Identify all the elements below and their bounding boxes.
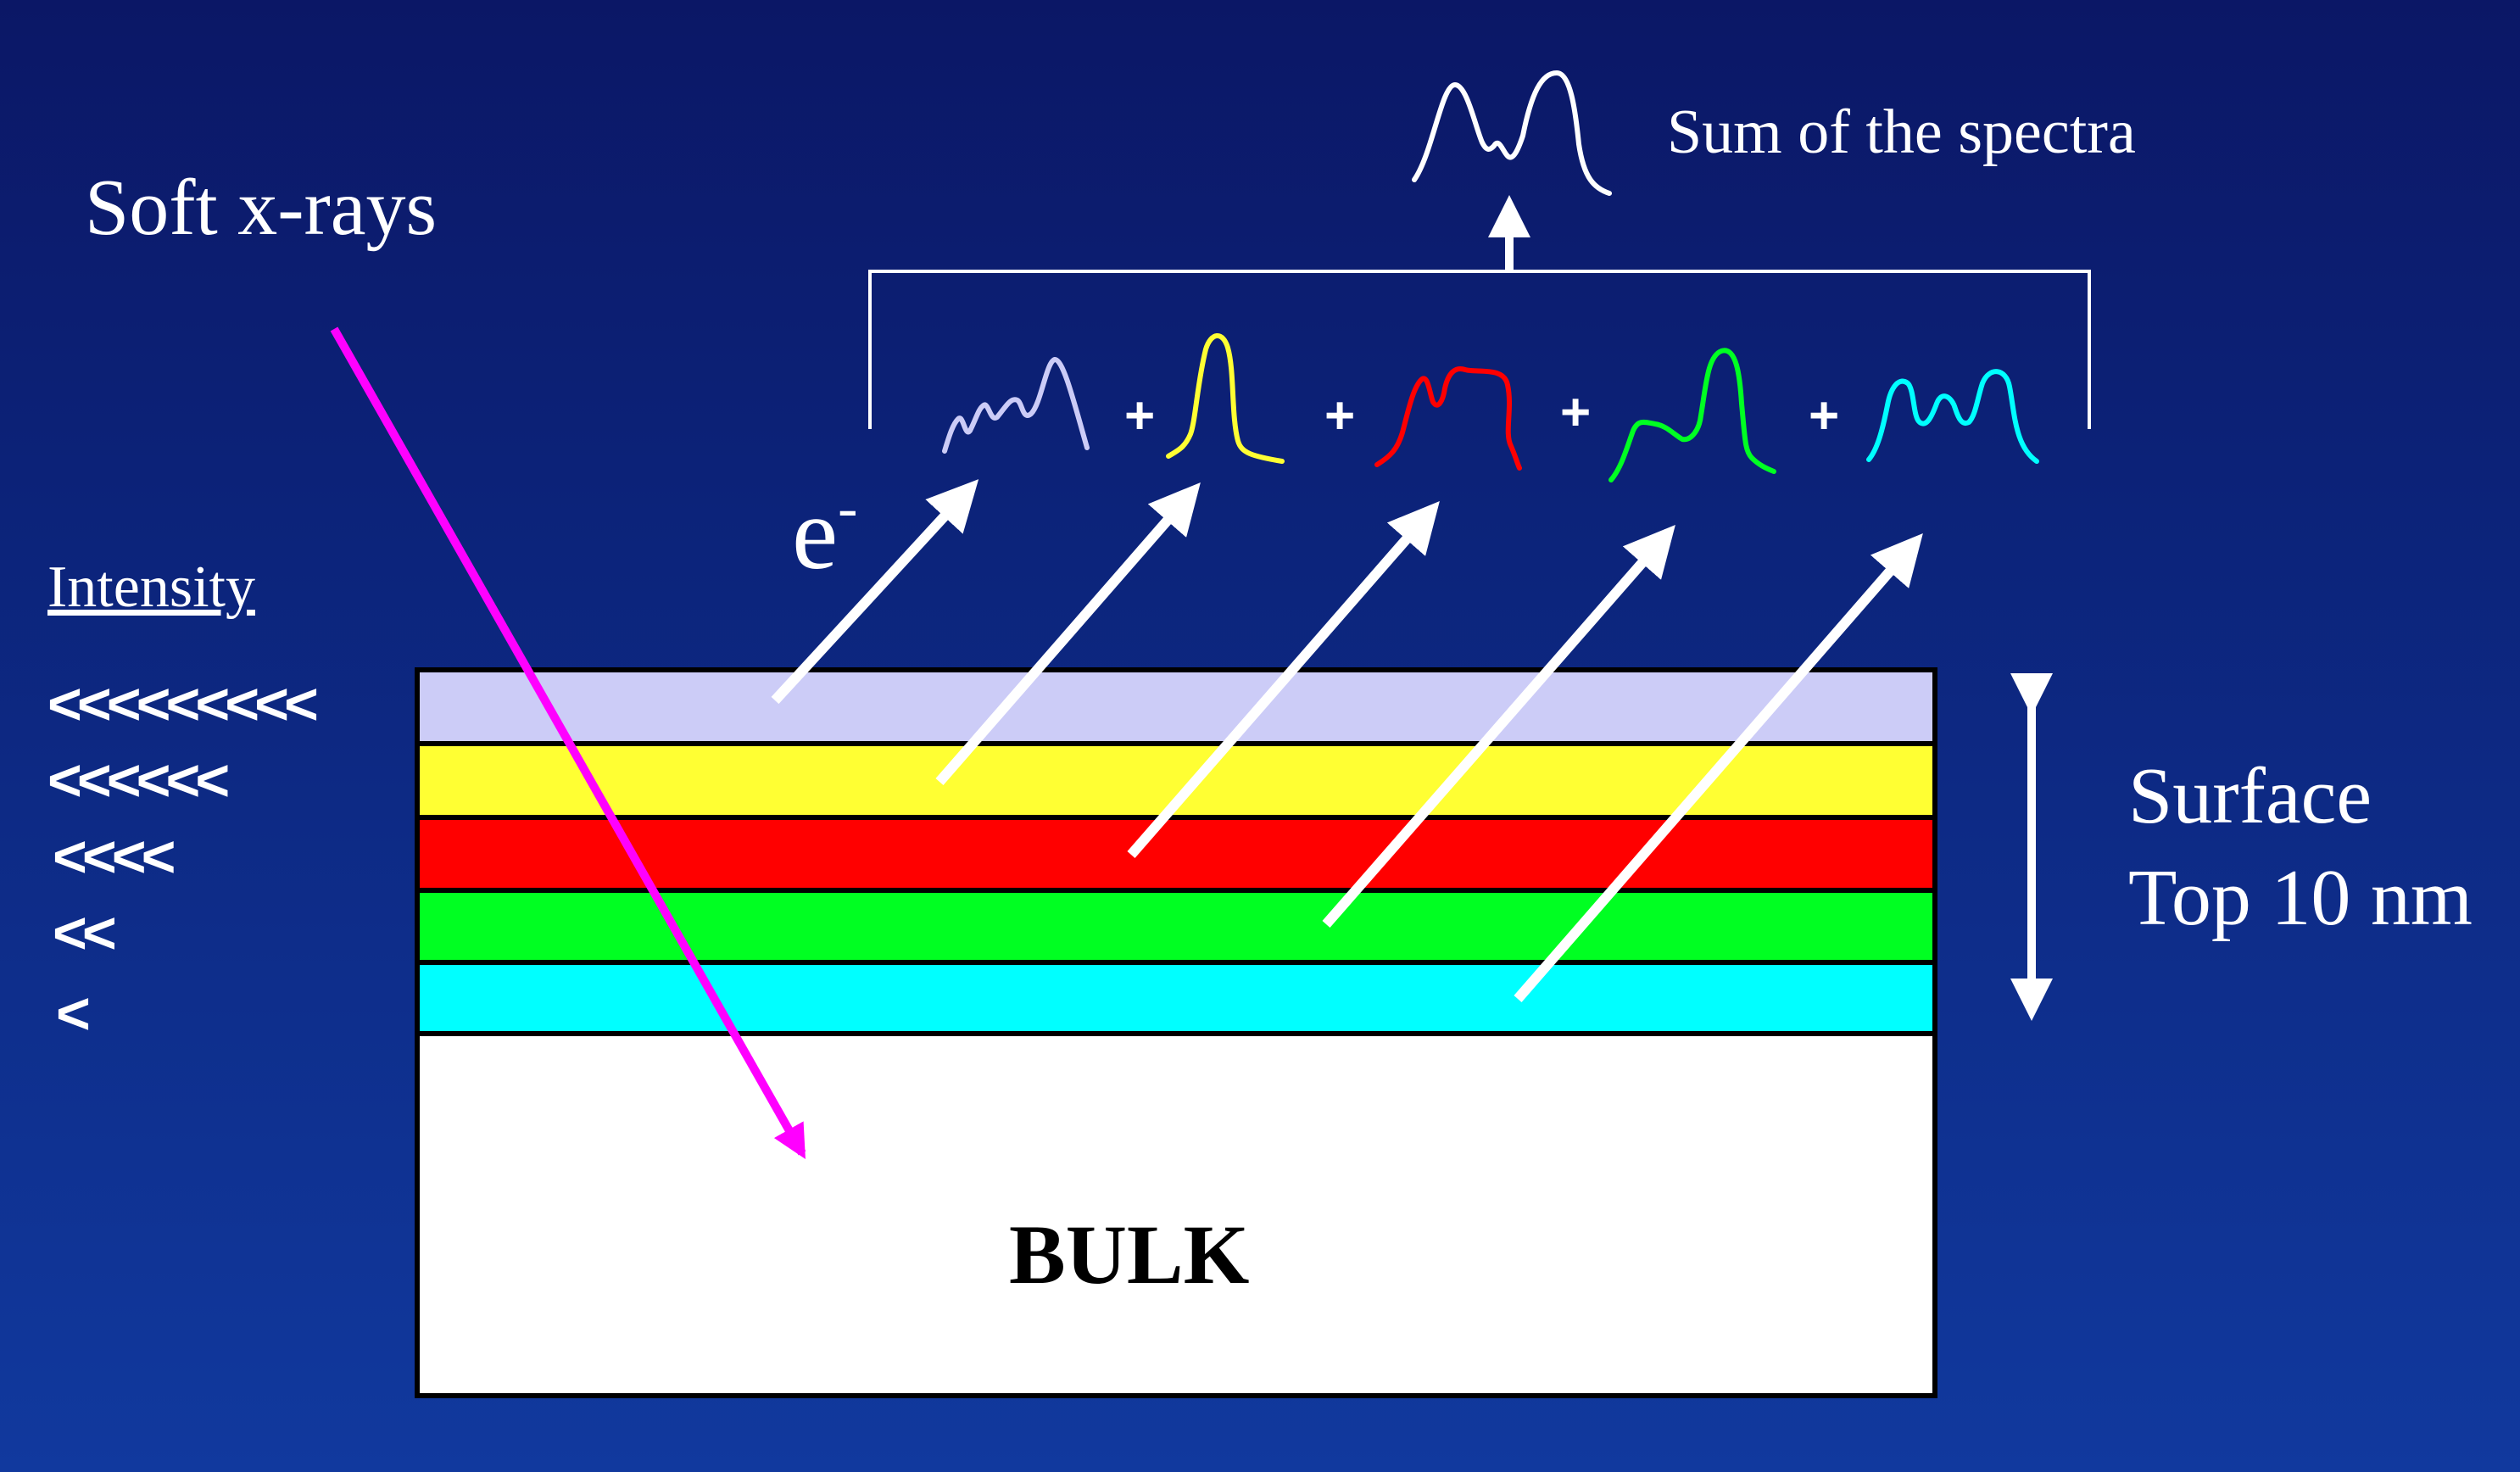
bulk-label: BULK (1009, 1207, 1250, 1302)
plus-sign-3: + (1560, 383, 1592, 442)
plus-sign-4: + (1809, 387, 1840, 445)
layer-1 (415, 667, 1937, 746)
surface-label: Surface (2128, 752, 2372, 840)
electron-arrow-3 (1127, 500, 1440, 858)
spectrum-3 (1374, 366, 1522, 471)
electron-arrow-2 (935, 482, 1201, 785)
depth-label: Top 10 nm (2128, 854, 2473, 942)
electron-arrow-1 (771, 479, 979, 705)
electron-label: e- (792, 449, 857, 594)
intensity-chevrons-5: < (56, 980, 91, 1046)
spectrum-2 (1166, 333, 1285, 464)
intensity-chevrons-2: <<<<<< (47, 747, 230, 813)
sum-spectrum (1412, 70, 1612, 196)
spectrum-5 (1866, 369, 2039, 464)
electron-charge: - (838, 476, 858, 541)
plus-sign-1: + (1124, 387, 1156, 445)
electron-arrow-4 (1322, 524, 1675, 928)
bulk-layer (415, 1031, 1937, 1398)
intensity-label: Intensity (47, 555, 255, 620)
xray-arrow (330, 326, 806, 1159)
layer-4 (415, 888, 1937, 965)
layer-5 (415, 960, 1937, 1036)
intensity-chevrons-4: << (53, 900, 117, 966)
spectrum-4 (1608, 348, 1776, 482)
intensity-chevrons-1: <<<<<<<<< (47, 671, 319, 737)
soft-xrays-label: Soft x-rays (85, 164, 438, 252)
intensity-chevrons-3: <<<< (53, 823, 176, 889)
electron-arrow-5 (1514, 532, 1923, 1002)
plus-sign-2: + (1324, 387, 1356, 445)
sum-of-spectra-label: Sum of the spectra (1667, 98, 2136, 167)
spectra-bracket (868, 270, 2091, 429)
electron-symbol: e (792, 477, 839, 591)
spectrum-1 (942, 357, 1090, 454)
